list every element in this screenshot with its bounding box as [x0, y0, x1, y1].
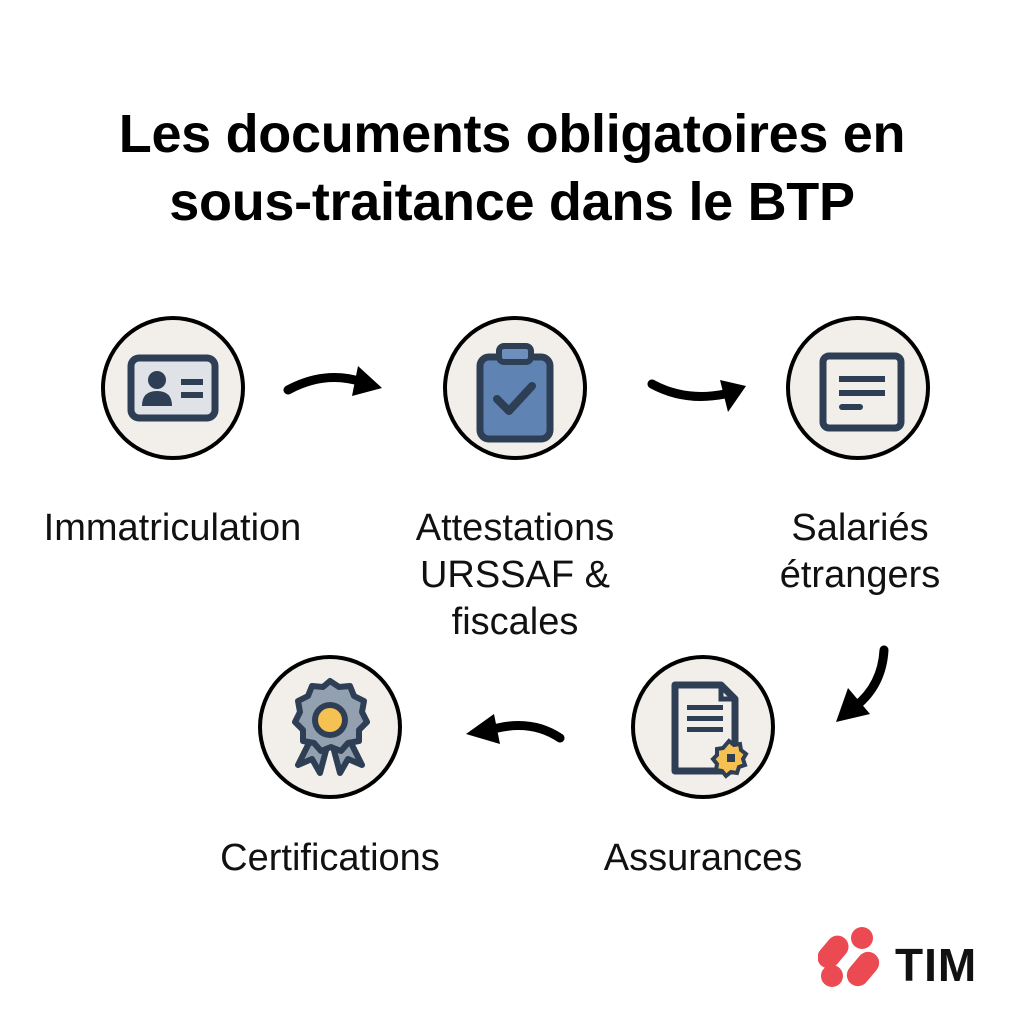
step-immatriculation-circle — [101, 316, 245, 460]
document-lines-icon — [819, 352, 905, 432]
arrow-right-icon — [647, 379, 746, 412]
arrow-down-left-icon — [836, 645, 889, 722]
step-assurances-circle — [631, 655, 775, 799]
id-card-icon — [127, 354, 219, 422]
step-attestations-circle — [443, 316, 587, 460]
step-salaries-circle — [786, 316, 930, 460]
tim-logo-icon — [818, 927, 880, 987]
step-attestations-label: Attestations URSSAF & fiscales — [415, 507, 615, 643]
step-salaries-label: Salariés étrangers — [779, 507, 941, 596]
step-assurances-label: Assurances — [603, 837, 803, 879]
page-title: Les documents obligatoires en sous-trait… — [0, 100, 1024, 236]
clipboard-check-icon — [476, 343, 554, 443]
step-immatriculation-label: Immatriculation — [43, 507, 302, 549]
step-certifications-label: Certifications — [220, 837, 440, 879]
award-rosette-icon — [292, 678, 370, 776]
arrow-right-icon — [283, 366, 382, 396]
arrow-left-icon — [466, 714, 565, 744]
title-line-1: Les documents obligatoires en — [118, 104, 906, 164]
certificate-document-icon — [671, 681, 749, 779]
logo-text: TIM — [895, 939, 978, 991]
step-certifications-circle — [258, 655, 402, 799]
title-line-2: sous-traitance dans le BTP — [169, 172, 855, 232]
